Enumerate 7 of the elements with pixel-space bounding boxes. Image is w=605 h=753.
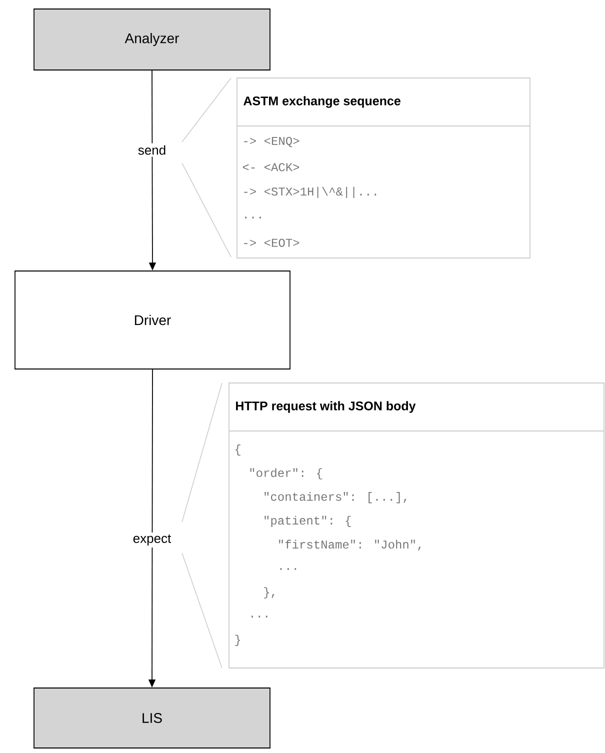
process-box: Analyzer [34, 8, 270, 70]
callout-box: ASTM exchange sequence -> <ENQ> <- <ACK> -> <STX>1H|\^&||... ... -> <EOT> [236, 78, 530, 258]
edge-label: send [136, 143, 168, 157]
callout-box: HTTP request with JSON body { "order": { "containers": [...], "patient": { "firstName": "John", ... }, ... } [228, 382, 604, 668]
process-box: Driver [14, 270, 290, 370]
process-box: LIS [34, 688, 270, 748]
edge-label: expect [130, 532, 174, 548]
